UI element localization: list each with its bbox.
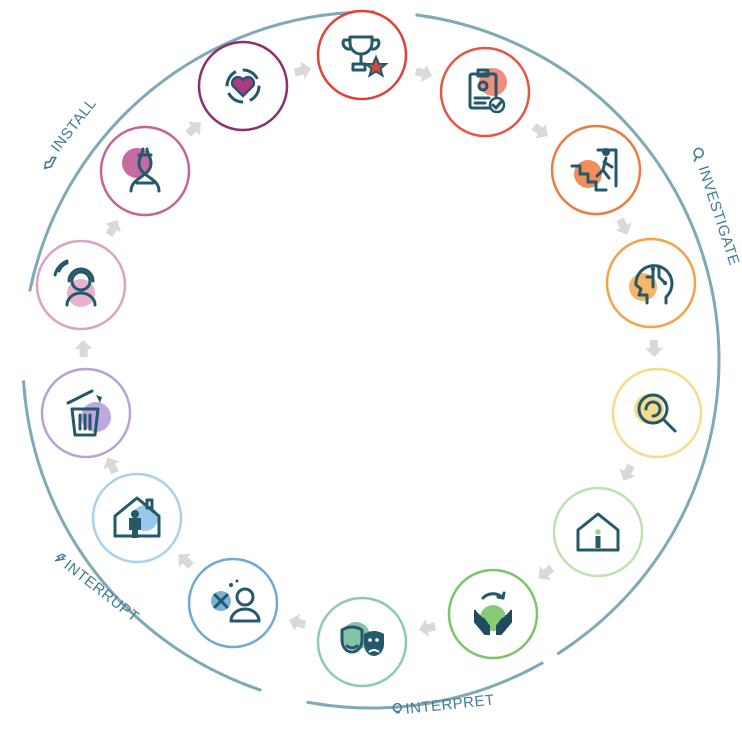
cycle-node <box>40 367 132 459</box>
arc-interrupt-end-1 <box>21 380 27 401</box>
heart-cycle-icon <box>225 68 261 104</box>
arc-install <box>30 10 365 283</box>
flow-arrow <box>288 613 307 632</box>
arc-investigate <box>425 14 721 650</box>
cycle-node <box>552 486 644 578</box>
arc-interrupt <box>22 390 253 689</box>
flow-arrow <box>645 339 663 357</box>
flow-arrow <box>185 121 201 137</box>
node-ring <box>187 557 279 649</box>
cycle-node <box>611 367 703 459</box>
phase-arcs <box>21 10 721 710</box>
house-person-icon <box>576 512 620 552</box>
flow-arrows <box>74 61 663 637</box>
magnifier-icon <box>693 147 704 163</box>
clipboard-check-icon <box>468 68 507 114</box>
hand-icon <box>43 156 57 170</box>
cycle-node <box>316 9 408 101</box>
lightbulb-icon <box>392 702 403 714</box>
phase-label-interpret: INTERPRET <box>392 692 496 718</box>
cycle-node <box>91 472 183 564</box>
headset-person-icon <box>53 259 97 307</box>
cycle-node <box>316 596 408 688</box>
arc-interpret-end-1 <box>306 700 327 707</box>
arc-interpret <box>316 665 536 710</box>
flow-arrow <box>74 340 93 358</box>
flow-arrow <box>293 61 312 80</box>
flow-arrow <box>103 457 120 475</box>
person-stairs-icon <box>570 148 618 192</box>
house-person-blue-icon <box>113 496 161 538</box>
flow-arrow <box>105 220 121 237</box>
flow-arrow <box>531 123 548 139</box>
flow-arrow <box>418 619 437 637</box>
person-thought-icon <box>211 579 261 623</box>
cycle-nodes <box>35 9 703 688</box>
phase-label-install: INSTALL <box>43 95 100 170</box>
head-circuit-icon <box>629 264 674 305</box>
cycle-node <box>550 124 642 216</box>
flow-arrow <box>615 217 632 235</box>
arc-interpret-end-0 <box>524 661 544 674</box>
arc-install-end-0 <box>28 271 36 292</box>
cycle-node <box>605 237 697 329</box>
cycle-node <box>439 46 531 138</box>
cycle-node <box>99 125 191 217</box>
cycle-node <box>197 40 289 132</box>
arc-investigate-end-1 <box>556 641 575 656</box>
flow-arrow <box>619 463 636 481</box>
lightning-icon <box>54 553 67 562</box>
flow-arrow <box>414 64 433 83</box>
trophy-star-icon <box>341 35 389 78</box>
hands-cycle-icon <box>474 591 512 635</box>
arc-interrupt-end-0 <box>242 682 262 692</box>
phase-interpret-text: INTERPRET <box>405 692 496 718</box>
phase-interrupt-text: INTERRUPT <box>61 557 143 626</box>
cycle-node <box>187 557 279 649</box>
theater-masks-icon <box>340 622 384 656</box>
magnifier-refresh-icon <box>634 393 677 433</box>
cycle-node <box>35 239 127 331</box>
flow-arrow <box>178 553 194 569</box>
trash-can-icon <box>66 389 111 437</box>
cycle-node <box>447 568 539 660</box>
phase-label-investigate: INVESTIGATE <box>693 147 742 268</box>
flow-arrow <box>538 564 555 581</box>
dna-icon <box>122 147 161 193</box>
arc-investigate-end-0 <box>415 13 436 20</box>
phase-install-text: INSTALL <box>48 95 100 155</box>
